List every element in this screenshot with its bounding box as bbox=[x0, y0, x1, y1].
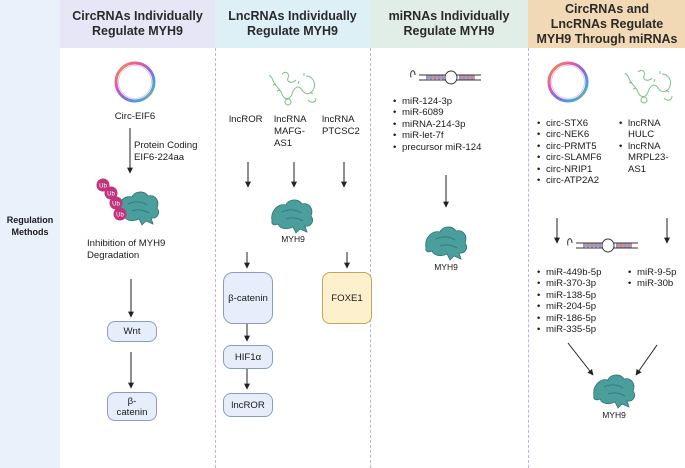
divider-2 bbox=[370, 48, 371, 468]
eif6-224aa-label: EIF6-224aa bbox=[134, 152, 185, 163]
list-item-continuation: MRPL23- bbox=[628, 152, 669, 164]
myh9-label-col4: MYH9 bbox=[602, 410, 626, 420]
protein-coding-label: Protein Coding bbox=[134, 140, 198, 151]
lncrna-list-col4: lncRNA HULC lncRNA MRPL23- AS1 bbox=[619, 118, 669, 175]
list-item: miR-335-5p bbox=[537, 324, 601, 335]
hif1a-node: HIF1α bbox=[223, 345, 273, 369]
mafg-label-2: MAFG- bbox=[274, 126, 305, 137]
list-item: circ-PRMT5 bbox=[537, 141, 601, 152]
beta-catenin-box: β-catenin bbox=[223, 272, 273, 324]
list-item: lncRNA bbox=[619, 141, 669, 152]
list-item: miR-30b bbox=[628, 278, 676, 289]
divider-1 bbox=[215, 48, 216, 468]
col2-header: LncRNAs Individually Regulate MYH9 bbox=[228, 9, 357, 38]
beta-catenin-box-label: β-catenin bbox=[228, 292, 268, 304]
list-item: circ-NRIP1 bbox=[537, 164, 601, 175]
list-item: miR-6089 bbox=[393, 107, 481, 118]
circ-eif6-label: Circ-EIF6 bbox=[114, 111, 156, 122]
list-item: lncRNA bbox=[619, 118, 669, 129]
lncror-node-label: lncROR bbox=[231, 399, 265, 411]
list-item: miR-449b-5p bbox=[537, 267, 601, 278]
wnt-node: Wnt bbox=[107, 321, 157, 342]
col4-background bbox=[528, 0, 685, 468]
list-item: miR-204-5p bbox=[537, 301, 601, 312]
list-item: miR-124-3p bbox=[393, 96, 481, 107]
list-item: miR-9-5p bbox=[628, 267, 676, 278]
inhibition-label-line1: Inhibition of MYH9 bbox=[87, 238, 166, 249]
myh9-label-col3: MYH9 bbox=[434, 262, 458, 272]
list-item: circ-NEK6 bbox=[537, 129, 601, 140]
beta-catenin-label-2: catenin bbox=[116, 406, 148, 418]
lncror-node: lncROR bbox=[223, 393, 273, 417]
circrna-list-col4: circ-STX6 circ-NEK6 circ-PRMT5 circ-SLAM… bbox=[537, 118, 601, 186]
foxe1-label: FOXE1 bbox=[331, 292, 363, 304]
mirna-list-col4-left: miR-449b-5p miR-370-3p miR-138-5p miR-20… bbox=[537, 267, 601, 335]
mafg-label-3: AS1 bbox=[274, 138, 293, 149]
list-item: miRNA-214-3p bbox=[393, 119, 481, 130]
list-item: circ-SLAMF6 bbox=[537, 152, 601, 163]
myh9-label-col2: MYH9 bbox=[281, 234, 305, 244]
mirna-list-col3: miR-124-3p miR-6089 miRNA-214-3p miR-let… bbox=[393, 96, 481, 153]
list-item: miR-370-3p bbox=[537, 278, 601, 289]
list-item: circ-ATP2A2 bbox=[537, 175, 601, 186]
row-label: Regulation Methods bbox=[6, 215, 54, 237]
foxe1-box: FOXE1 bbox=[322, 272, 372, 324]
list-item: precursor miR-124 bbox=[393, 142, 481, 153]
beta-catenin-label-1: β- bbox=[127, 395, 137, 407]
col1-header: CircRNAs Individually Regulate MYH9 bbox=[72, 9, 203, 38]
list-item: miR-let-7f bbox=[393, 130, 481, 141]
wnt-label: Wnt bbox=[123, 326, 141, 337]
list-item-continuation: AS1 bbox=[628, 163, 647, 175]
col3-header: miRNAs Individually Regulate MYH9 bbox=[388, 9, 510, 38]
col3-background bbox=[370, 0, 528, 468]
list-item-continuation: HULC bbox=[628, 129, 655, 141]
lncror-label: lncROR bbox=[229, 114, 263, 125]
mirna-list-col4-right: miR-9-5p miR-30b bbox=[628, 267, 676, 290]
mafg-label-1: lncRNA bbox=[274, 114, 307, 125]
ptcsc2-label-1: lncRNA bbox=[322, 114, 355, 125]
col4-header: CircRNAs and LncRNAs Regulate MYH9 Throu… bbox=[536, 1, 678, 46]
beta-catenin-node: β- catenin bbox=[107, 392, 157, 421]
left-band bbox=[0, 0, 60, 468]
list-item: miR-138-5p bbox=[537, 290, 601, 301]
inhibition-label-line2: Degradation bbox=[87, 250, 140, 261]
ptcsc2-label-2: PTCSC2 bbox=[322, 126, 360, 137]
list-item: circ-STX6 bbox=[537, 118, 601, 129]
list-item: miR-186-5p bbox=[537, 313, 601, 324]
divider-3 bbox=[528, 48, 529, 468]
hif1a-label: HIF1α bbox=[234, 351, 262, 363]
